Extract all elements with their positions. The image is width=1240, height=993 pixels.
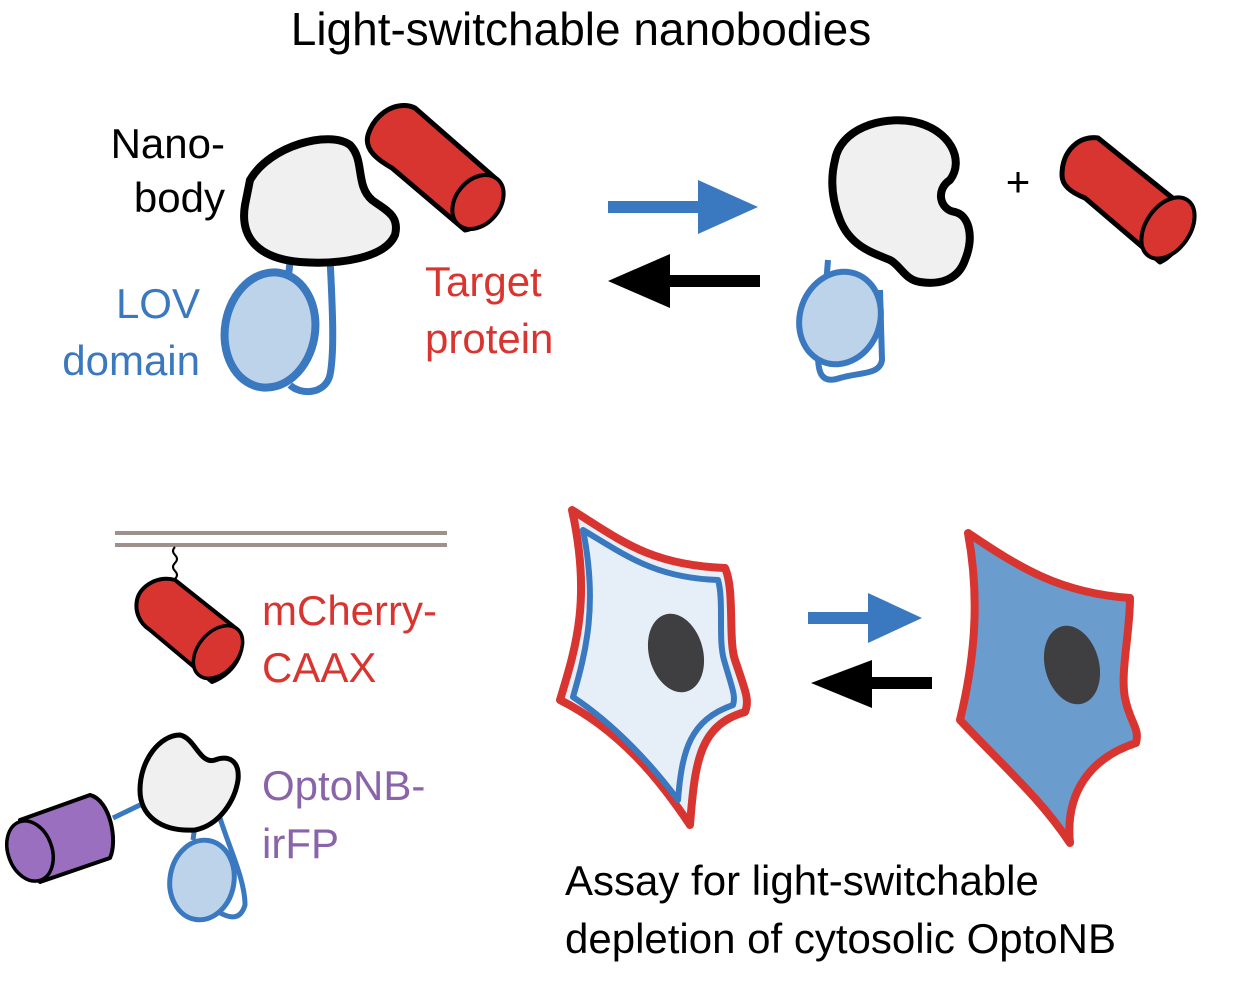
cell-dark-state	[556, 506, 751, 829]
target-label-line2: protein	[425, 315, 553, 362]
lov-label-line2: domain	[62, 337, 200, 384]
nanobody-shape	[137, 732, 241, 833]
bound-complex	[220, 103, 506, 396]
nanobody-shape	[828, 116, 974, 287]
top-reverse-arrow-black	[608, 254, 760, 308]
mcherry-label-line2: CAAX	[262, 644, 376, 691]
nucleus	[1043, 625, 1101, 705]
optonb-label-line2: irFP	[262, 820, 339, 867]
lipid-anchor	[172, 546, 178, 583]
lov-label-line1: LOV	[116, 280, 200, 327]
nucleus	[647, 613, 705, 693]
cell-membrane	[956, 529, 1141, 847]
lov-domain-shape	[167, 837, 237, 923]
optonb-irfp-construct	[5, 732, 248, 923]
lov-linker-2	[287, 257, 337, 396]
caption-line1: Assay for light-switchable	[565, 857, 1039, 904]
lov-linker-2	[815, 289, 886, 383]
optonb-label-line1: OptoNB-	[262, 762, 425, 809]
cell-lit-state	[956, 529, 1141, 847]
lov-linker	[213, 817, 248, 920]
target-label-line1: Target	[425, 258, 542, 305]
target-protein-cylinder	[364, 103, 506, 233]
lov-domain-shape	[220, 268, 320, 392]
nanobody-shape	[240, 135, 400, 267]
nanobody-label-line1: Nano-	[111, 120, 225, 167]
membrane-bound-optonb	[570, 527, 737, 803]
top-forward-arrow-blue	[608, 180, 758, 234]
plus-sign: +	[1006, 158, 1031, 205]
bottom-reverse-arrow-black	[811, 660, 932, 708]
dissociated-complex	[796, 116, 974, 383]
plasma-membrane	[115, 531, 447, 547]
caption-line2: depletion of cytosolic OptoNB	[565, 915, 1116, 962]
lov-domain-shape	[796, 268, 884, 368]
mcherry-label-line1: mCherry-	[262, 587, 437, 634]
bottom-forward-arrow-blue	[808, 593, 922, 643]
irfp-linker	[111, 802, 142, 821]
diagram-title: Light-switchable nanobodies	[291, 3, 872, 55]
mcherry-caax-cylinder	[134, 576, 245, 684]
free-target-protein-cylinder	[1059, 135, 1197, 265]
nanobody-label-line2: body	[134, 174, 225, 221]
